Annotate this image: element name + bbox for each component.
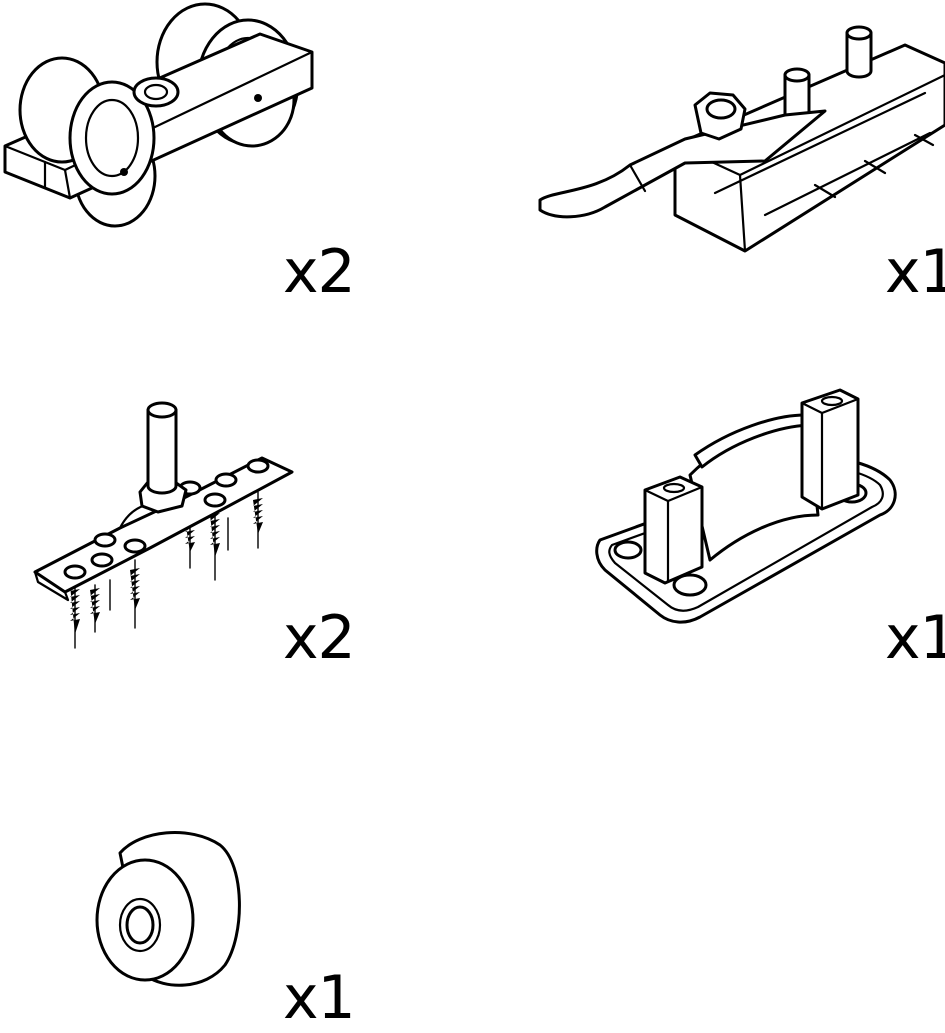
rubber-bumper-icon — [95, 831, 241, 987]
quantity-label: x2 — [283, 237, 356, 307]
quantity-label: x1 — [283, 963, 356, 1033]
roller-carriage-icon — [3, 2, 314, 228]
quantity-label: x2 — [283, 603, 356, 673]
top-pivot-bracket-with-screws-icon — [33, 401, 294, 649]
quantity-label: x1 — [885, 603, 945, 673]
quantity-label: x1 — [885, 237, 945, 307]
track-stopper-clip-icon — [538, 25, 945, 253]
floor-guide-icon — [595, 388, 897, 624]
